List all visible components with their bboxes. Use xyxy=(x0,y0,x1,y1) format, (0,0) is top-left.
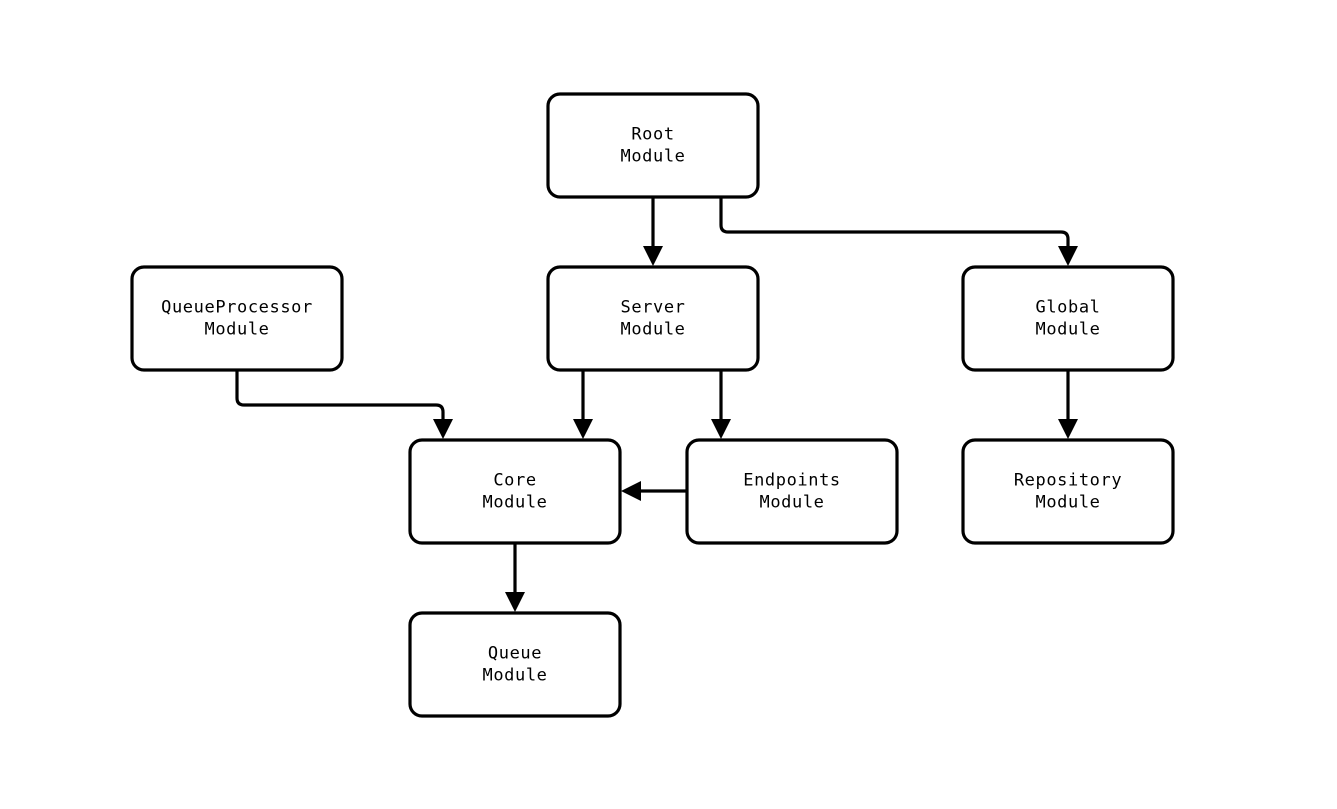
edge-global-to-repository xyxy=(1058,370,1078,439)
edge-root-to-global-line xyxy=(719,197,1070,253)
edge-queueprocessor-to-core xyxy=(235,370,453,439)
endpoints-module-node-label-line1: Endpoints xyxy=(743,471,841,491)
root-module-node-label-line1: Root xyxy=(631,125,674,145)
edge-server-to-core-arrowhead xyxy=(573,419,593,439)
edge-endpoints-to-core xyxy=(621,481,687,501)
queueprocessor-module-node-rect[interactable] xyxy=(130,265,344,372)
endpoints-module-node-rect[interactable] xyxy=(685,438,899,545)
queue-module-node-label-line2: Module xyxy=(482,666,547,686)
edge-queueprocessor-to-core-line xyxy=(235,370,445,426)
global-module-node-label-line2: Module xyxy=(1035,320,1100,340)
core-module-node-label-line2: Module xyxy=(482,493,547,513)
repository-module-node-label-line1: Repository xyxy=(1014,471,1122,491)
root-module-node-rect[interactable] xyxy=(546,92,760,199)
core-module-node-rect[interactable] xyxy=(408,438,622,545)
edge-queueprocessor-to-core-arrowhead xyxy=(433,419,453,439)
queueprocessor-module-node-label-line1: QueueProcessor xyxy=(161,298,313,318)
edge-layer xyxy=(235,197,1078,612)
edge-root-to-server-arrowhead xyxy=(643,246,663,266)
edge-server-to-endpoints xyxy=(711,370,731,439)
edge-root-to-server xyxy=(643,197,663,266)
server-module-node-rect[interactable] xyxy=(546,265,760,372)
edge-core-to-queue xyxy=(505,543,525,612)
repository-module-node-rect[interactable] xyxy=(961,438,1175,545)
global-module-node-rect[interactable] xyxy=(961,265,1175,372)
edge-server-to-endpoints-arrowhead xyxy=(711,419,731,439)
server-module-node-label-line1: Server xyxy=(620,298,685,318)
queue-module-node-label-line1: Queue xyxy=(488,644,542,664)
queue-module-node-rect[interactable] xyxy=(408,611,622,718)
global-module-node-label-line1: Global xyxy=(1035,298,1100,318)
edge-global-to-repository-arrowhead xyxy=(1058,419,1078,439)
root-module-node-label-line2: Module xyxy=(620,147,685,167)
edge-endpoints-to-core-arrowhead xyxy=(621,481,641,501)
queueprocessor-module-node-label-line2: Module xyxy=(204,320,269,340)
repository-module-node-label-line2: Module xyxy=(1035,493,1100,513)
server-module-node-label-line2: Module xyxy=(620,320,685,340)
edge-core-to-queue-arrowhead xyxy=(505,592,525,612)
edge-server-to-core xyxy=(573,370,593,439)
edge-root-to-global-arrowhead xyxy=(1058,246,1078,266)
node-layer: RootModuleQueueProcessorModuleServerModu… xyxy=(130,92,1175,718)
endpoints-module-node-label-line2: Module xyxy=(759,493,824,513)
core-module-node-label-line1: Core xyxy=(493,471,536,491)
edge-root-to-global xyxy=(719,197,1078,266)
